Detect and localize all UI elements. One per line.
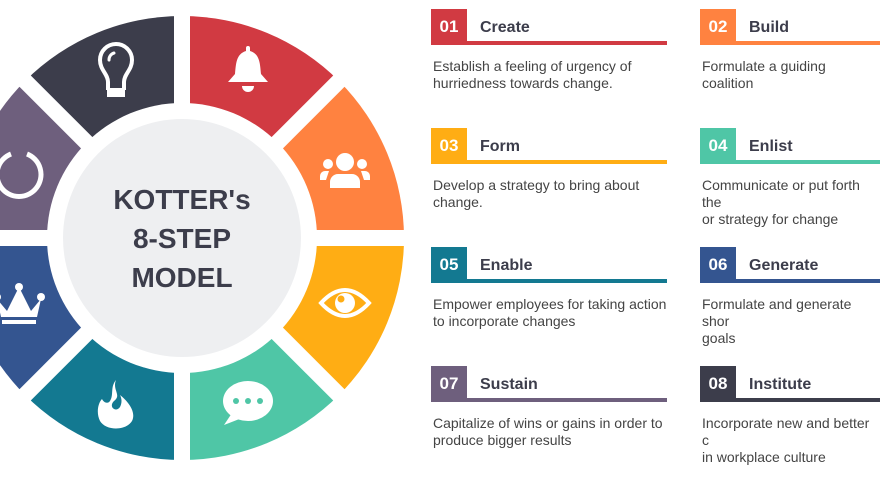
bell-icon: [228, 46, 268, 92]
step-underline: [736, 160, 880, 164]
step-title: Enlist: [749, 138, 793, 155]
step-underline: [467, 41, 667, 45]
step-number-badge: 05: [431, 247, 467, 283]
step-title: Sustain: [480, 376, 538, 393]
step-title: Create: [480, 19, 530, 36]
step-title: Enable: [480, 257, 533, 274]
step-number-badge: 07: [431, 366, 467, 402]
step-underline: [467, 279, 667, 283]
step-underline: [467, 398, 667, 402]
lightbulb-icon: [97, 42, 135, 97]
step-number-badge: 08: [700, 366, 736, 402]
step-title: Build: [749, 19, 789, 36]
step-underline: [467, 160, 667, 164]
step-description: Establish a feeling of urgency of hurrie…: [433, 58, 632, 91]
step-title: Institute: [749, 376, 812, 393]
people-icon: [320, 153, 370, 188]
step-title: Generate: [749, 257, 819, 274]
step-description: Formulate a guiding coalition: [702, 58, 826, 91]
step-title: Form: [480, 138, 520, 155]
step-underline: [736, 41, 880, 45]
fire-icon: [97, 380, 134, 429]
step-number-badge: 03: [431, 128, 467, 164]
power-icon: [0, 151, 44, 199]
step-number-badge: 02: [700, 9, 736, 45]
center-title-line: 8-STEP: [132, 222, 232, 254]
center-title: KOTTER's 8-STEP MODEL: [62, 120, 302, 356]
step-description: Incorporate new and better c in workplac…: [702, 415, 870, 465]
step-number-badge: 06: [700, 247, 736, 283]
center-title-line: MODEL: [131, 261, 233, 293]
step-description: Develop a strategy to bring about change…: [433, 177, 640, 210]
eye-icon: [318, 288, 372, 318]
step-number-badge: 01: [431, 9, 467, 45]
center-circle: [63, 119, 301, 357]
crown-icon: [0, 283, 45, 324]
center-title-line: KOTTER's: [113, 183, 251, 215]
kotter-wheel: [0, 11, 409, 465]
step-underline: [736, 398, 880, 402]
step-description: Formulate and generate shor goals: [702, 296, 852, 346]
chat-icon: [223, 381, 273, 425]
step-description: Communicate or put forth the or strategy…: [702, 177, 860, 227]
step-underline: [736, 279, 880, 283]
step-description: Empower employees for taking action to i…: [433, 296, 667, 329]
step-number-badge: 04: [700, 128, 736, 164]
step-description: Capitalize of wins or gains in order to …: [433, 415, 663, 448]
